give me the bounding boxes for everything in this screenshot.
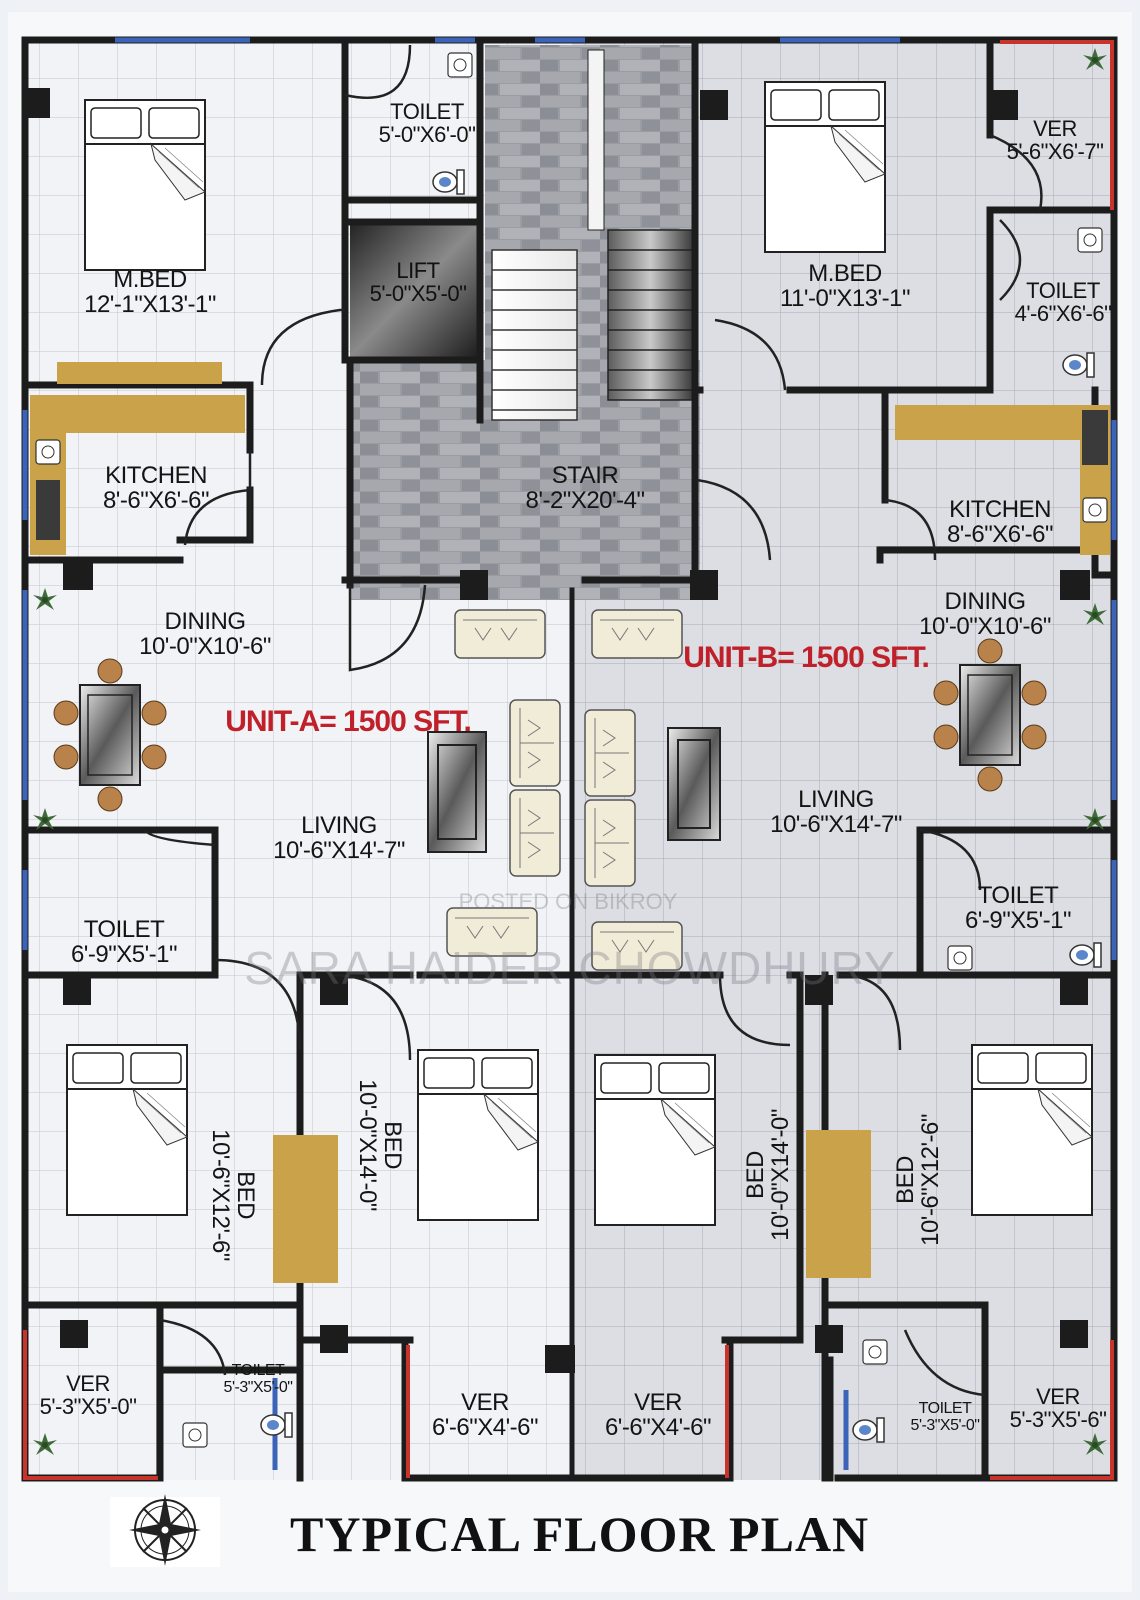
room-name: KITCHEN xyxy=(105,461,207,489)
room-dimension: 6'-9"X5'-1" xyxy=(964,907,1072,934)
room-a-toilet-bottom: TOILET 5'-3"X5'-0" xyxy=(223,1362,293,1397)
room-name: M.BED xyxy=(113,265,187,293)
room-lift: LIFT 5'-0"X5'-0" xyxy=(370,259,467,305)
room-name: LIVING xyxy=(301,811,377,839)
room-name: TOILET xyxy=(231,1362,285,1380)
stair-steps xyxy=(491,49,694,421)
room-b-verandah-bottom: VER 6'-6"X4'-6" xyxy=(604,1388,712,1441)
room-b-kitchen: KITCHEN 8'-6"X6'-6" xyxy=(946,495,1054,548)
room-b-bed-1: BED 10'-0"X14'-0" xyxy=(741,1109,794,1241)
balcony-rails xyxy=(23,40,1114,1480)
unit-b-area-label: UNIT-B= 1500 SFT. xyxy=(683,641,930,674)
room-b-master-bed: M.BED 11'-0"X13'-1" xyxy=(780,259,911,312)
room-name: TOILET xyxy=(83,915,165,943)
room-name: BED xyxy=(741,1151,769,1199)
room-a-toilet-top: TOILET 5'-0"X6'-0" xyxy=(379,100,476,146)
room-dimension: 5'-6"X6'-7" xyxy=(1006,139,1104,164)
room-dimension: 10'-0"X10'-6" xyxy=(139,633,271,660)
room-name: DINING xyxy=(164,607,246,635)
room-name: TOILET xyxy=(1026,277,1100,303)
sofa-furniture xyxy=(427,609,721,971)
room-dimension: 10'-6"X12'-6" xyxy=(207,1129,234,1261)
watermark-owner: SARA HAIDER CHOWDHURY xyxy=(244,942,896,994)
compass-icon xyxy=(110,1494,220,1567)
room-b-dining: DINING 10'-0"X10'-6" xyxy=(919,587,1051,640)
room-a-verandah-left: VER 5'-3"X5'-0" xyxy=(40,1372,137,1418)
room-dimension: 6'-9"X5'-1" xyxy=(70,941,178,968)
room-b-verandah-top: VER 5'-6"X6'-7" xyxy=(1007,117,1104,163)
room-dimension: 10'-0"X10'-6" xyxy=(919,613,1051,640)
room-name: BED xyxy=(379,1121,407,1169)
wardrobe-a xyxy=(273,1135,338,1283)
room-b-bed-2: BED 10'-6"X12'-6" xyxy=(891,1114,944,1246)
room-name: STAIR xyxy=(551,461,619,489)
room-name: VER xyxy=(1036,1383,1080,1409)
room-a-living: LIVING 10'-6"X14'-7" xyxy=(273,811,405,864)
room-a-toilet-mid: TOILET 6'-9"X5'-1" xyxy=(70,915,178,968)
room-b-toilet-top: TOILET 4'-6"X6'-6" xyxy=(1015,279,1112,325)
room-dimension: 4'-6"X6'-6" xyxy=(1014,301,1112,326)
wardrobe-b xyxy=(806,1130,871,1278)
room-dimension: 5'-3"X5'-0" xyxy=(39,1394,137,1419)
room-dimension: 10'-6"X12'-6" xyxy=(917,1114,944,1246)
room-name: VER xyxy=(1033,115,1077,141)
room-dimension: 5'-0"X5'-0" xyxy=(369,281,467,306)
room-dimension: 6'-6"X4'-6" xyxy=(604,1414,712,1441)
room-name: KITCHEN xyxy=(949,495,1051,523)
room-name: M.BED xyxy=(808,259,882,287)
room-name: LIVING xyxy=(798,785,874,813)
room-dimension: 12'-1"X13'-1" xyxy=(84,291,216,318)
room-b-toilet-mid: TOILET 6'-9"X5'-1" xyxy=(964,881,1072,934)
watermark-posted: POSTED ON BIKROY xyxy=(458,889,678,914)
room-dimension: 8'-6"X6'-6" xyxy=(102,487,210,514)
room-dimension: 10'-6"X14'-7" xyxy=(770,811,902,838)
room-dimension: 10'-0"X14'-0" xyxy=(767,1109,794,1241)
room-dimension: 5'-3"X5'-0" xyxy=(910,1417,980,1434)
room-name: TOILET xyxy=(918,1400,972,1418)
room-a-dining: DINING 10'-0"X10'-6" xyxy=(139,607,271,660)
room-dimension: 5'-0"X6'-0" xyxy=(378,122,476,147)
room-dimension: 10'-6"X14'-7" xyxy=(273,837,405,864)
room-name: BED xyxy=(232,1171,260,1219)
room-name: DINING xyxy=(944,587,1026,615)
room-name: VER xyxy=(461,1388,509,1416)
room-a-master-bed: M.BED 12'-1"X13'-1" xyxy=(84,265,216,318)
room-a-verandah-bottom: VER 6'-6"X4'-6" xyxy=(431,1388,539,1441)
room-dimension: 11'-0"X13'-1" xyxy=(780,285,911,312)
room-a-bed-1: BED 10'-6"X12'-6" xyxy=(207,1129,260,1261)
room-dimension: 5'-3"X5'-6" xyxy=(1009,1407,1107,1432)
room-b-toilet-bottom: TOILET 5'-3"X5'-0" xyxy=(910,1400,980,1435)
room-name: VER xyxy=(66,1370,110,1396)
room-dimension: 5'-3"X5'-0" xyxy=(223,1379,293,1396)
room-dimension: 6'-6"X4'-6" xyxy=(431,1414,539,1441)
lift-shaft xyxy=(350,222,480,357)
unit-a-area-label: UNIT-A= 1500 SFT. xyxy=(225,705,472,738)
kitchen-counters xyxy=(30,362,1110,555)
door-swings xyxy=(143,44,1043,1397)
room-dimension: 8'-6"X6'-6" xyxy=(946,521,1054,548)
room-name: BED xyxy=(891,1156,919,1204)
room-dimension: 10'-0"X14'-0" xyxy=(354,1079,381,1211)
room-a-bed-2: BED 10'-0"X14'-0" xyxy=(354,1079,407,1211)
room-dimension: 8'-2"X20'-4" xyxy=(525,487,645,514)
room-name: VER xyxy=(634,1388,682,1416)
room-b-living: LIVING 10'-6"X14'-7" xyxy=(770,785,902,838)
room-name: TOILET xyxy=(390,98,464,124)
room-name: LIFT xyxy=(396,257,440,283)
room-name: TOILET xyxy=(977,881,1059,909)
plan-title: TYPICAL FLOOR PLAN xyxy=(290,1506,870,1562)
columns xyxy=(22,88,1090,1373)
room-a-kitchen: KITCHEN 8'-6"X6'-6" xyxy=(102,461,210,514)
room-stair: STAIR 8'-2"X20'-4" xyxy=(525,461,645,514)
room-b-verandah-right: VER 5'-3"X5'-6" xyxy=(1010,1385,1107,1431)
